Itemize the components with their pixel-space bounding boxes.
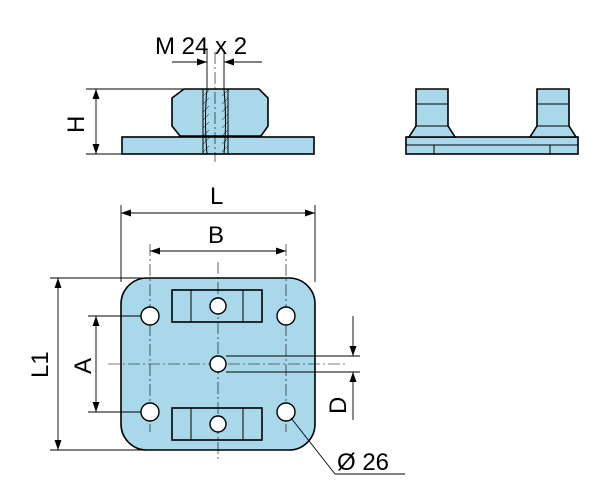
side-view-left-boss	[407, 88, 457, 138]
front-view: M 24 x 2 H	[63, 33, 315, 162]
bottom-boss-bore	[209, 415, 227, 433]
hole-pitch-x-label: B	[208, 222, 224, 249]
thread-size-label: M 24 x 2	[155, 33, 247, 60]
center-hole	[209, 355, 227, 373]
mounting-hole-top-left	[140, 306, 160, 326]
front-view-boss	[171, 88, 269, 137]
bottom-boss-outline	[171, 407, 263, 441]
width-label: L1	[27, 351, 54, 378]
length-label: L	[210, 183, 223, 210]
threaded-bore-hatch	[202, 88, 229, 155]
center-offset-label: D	[325, 397, 352, 414]
mounting-hole-bottom-right	[276, 402, 296, 422]
top-boss-bore	[209, 297, 227, 315]
hole-diameter-label: Ø 26	[337, 449, 389, 476]
mounting-hole-bottom-left	[140, 402, 160, 422]
side-view	[405, 88, 579, 155]
height-label: H	[63, 116, 90, 133]
hole-pitch-y-label: A	[70, 358, 97, 374]
mounting-hole-top-right	[276, 306, 296, 326]
top-view: L B L1 A D Ø 26	[27, 183, 405, 476]
top-boss-outline	[171, 289, 263, 323]
side-view-right-boss	[528, 88, 578, 138]
front-view-base-plate	[121, 136, 315, 155]
